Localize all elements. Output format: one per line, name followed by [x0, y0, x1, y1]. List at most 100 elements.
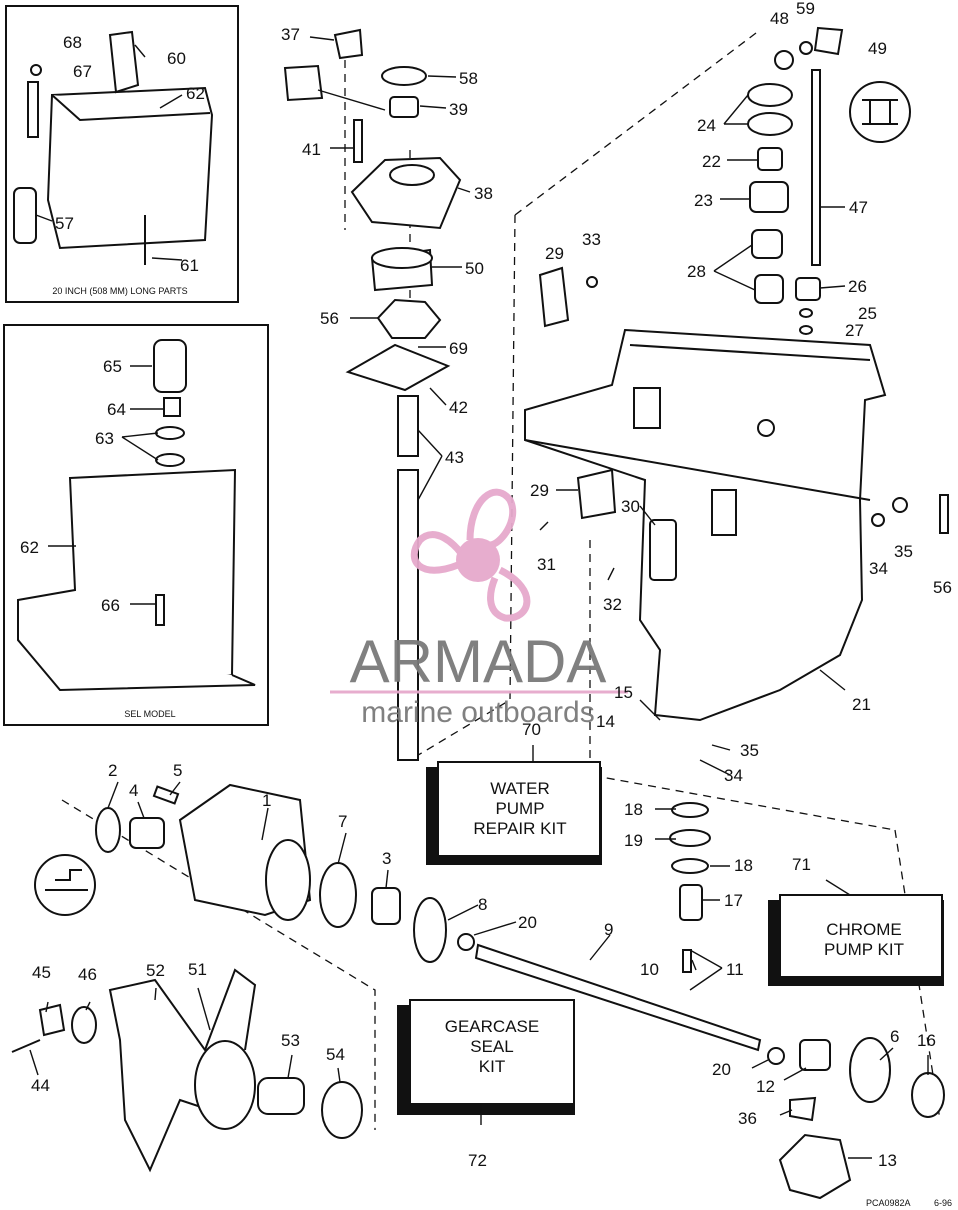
callout: 3	[382, 849, 391, 868]
callout: 50	[465, 259, 484, 278]
callout: 21	[852, 695, 871, 714]
callout: 1	[262, 791, 271, 810]
callout: 35	[740, 741, 759, 760]
callout: 14	[596, 712, 615, 731]
gearcase-seal-kit-line-3: KIT	[479, 1057, 505, 1076]
water-pump-parts	[283, 28, 462, 761]
gearcase-seal-kit-line-2: SEAL	[470, 1037, 513, 1056]
callout: 19	[624, 831, 643, 850]
callout: 63	[95, 429, 114, 448]
callout: 54	[326, 1045, 345, 1064]
callout: 23	[694, 191, 713, 210]
callout: 4	[129, 781, 138, 800]
kit-water-pump: WATER PUMP REPAIR KIT	[426, 761, 602, 865]
callout: 70	[522, 720, 541, 739]
water-pump-kit-line-1: WATER	[490, 779, 550, 798]
callout: 13	[878, 1151, 897, 1170]
callout: 62	[186, 84, 205, 103]
callout: 18	[624, 800, 643, 819]
kit-gearcase-seal: GEARCASE SEAL KIT	[397, 999, 575, 1115]
brand-tagline: marine outboards	[361, 696, 594, 729]
callout: 65	[103, 357, 122, 376]
callout: 60	[167, 49, 186, 68]
callout: 51	[188, 960, 207, 979]
callout: 22	[702, 152, 721, 171]
callout: 72	[468, 1151, 487, 1170]
callout: 56	[933, 578, 952, 597]
gearcase-housing	[524, 266, 949, 722]
callout: 67	[73, 62, 92, 81]
water-pump-kit-line-2: PUMP	[495, 799, 544, 818]
callout: 20	[518, 913, 537, 932]
callout: 64	[107, 400, 126, 419]
callout: 2	[108, 761, 117, 780]
callout: 17	[724, 891, 743, 910]
footer-date: 6-96	[934, 1198, 952, 1208]
callout: 20	[712, 1060, 731, 1079]
callout: 66	[101, 596, 120, 615]
leader-lines	[29, 36, 929, 1159]
callout: 29	[545, 244, 564, 263]
propeller-logo-icon	[410, 488, 531, 622]
water-pump-kit-line-3: REPAIR KIT	[473, 819, 566, 838]
callout: 43	[445, 448, 464, 467]
callout: 11	[726, 960, 744, 979]
callout: 35	[894, 542, 913, 561]
inset-sel-model: SEL MODEL	[3, 324, 269, 726]
callout: 29	[530, 481, 549, 500]
callout: 25	[858, 304, 877, 323]
inset-bottom-caption: SEL MODEL	[124, 709, 175, 719]
callout: 47	[849, 198, 868, 217]
callout: 8	[478, 895, 487, 914]
callout: 44	[31, 1076, 50, 1095]
chrome-pump-kit-line-1: CHROME	[826, 920, 902, 939]
pinion-parts	[669, 802, 711, 973]
callout: 62	[20, 538, 39, 557]
callout: 57	[55, 214, 74, 233]
brand-name: ARMADA	[350, 628, 607, 695]
callout: 37	[281, 25, 300, 44]
callout: 52	[146, 961, 165, 980]
callout: 6	[890, 1027, 899, 1046]
kit-chrome-pump: CHROME PUMP KIT	[768, 894, 944, 986]
propeller-parts	[11, 968, 363, 1173]
callout: 69	[449, 339, 468, 358]
footer: PCA0982A 6-96	[866, 1198, 952, 1208]
callout: 48	[770, 9, 789, 28]
inset-top-caption: 20 INCH (508 MM) LONG PARTS	[52, 286, 187, 296]
callout: 33	[582, 230, 601, 249]
callout: 58	[459, 69, 478, 88]
callout: 27	[845, 321, 864, 340]
callout: 45	[32, 963, 51, 982]
callout: 46	[78, 965, 97, 984]
callout: 7	[338, 812, 347, 831]
callout: 61	[180, 256, 199, 275]
chrome-pump-kit-line-2: PUMP KIT	[824, 940, 904, 959]
callout: 31	[537, 555, 556, 574]
callout: 59	[796, 0, 815, 18]
callout: 15	[614, 683, 633, 702]
armada-watermark: ARMADA marine outboards	[330, 488, 628, 729]
callout: 34	[869, 559, 888, 578]
propshaft-parts	[34, 783, 945, 1200]
callout: 18	[734, 856, 753, 875]
driveshaft-bearings	[747, 26, 911, 335]
callout: 71	[792, 855, 811, 874]
callout: 16	[917, 1031, 936, 1050]
callout: 39	[449, 100, 468, 119]
callout: 38	[474, 184, 493, 203]
callout: 68	[63, 33, 82, 52]
callout: 42	[449, 398, 468, 417]
callout: 28	[687, 262, 706, 281]
callout: 53	[281, 1031, 300, 1050]
callout-numbers: 68 60 67 62 57 61 65 64 63 62 66 37 58 3…	[20, 0, 952, 1170]
callout: 34	[724, 766, 743, 785]
callout: 12	[756, 1077, 775, 1096]
callout: 10	[640, 960, 659, 979]
callout: 30	[621, 497, 640, 516]
inset-long-parts: 20 INCH (508 MM) LONG PARTS	[5, 5, 239, 303]
callout: 56	[320, 309, 339, 328]
callout: 36	[738, 1109, 757, 1128]
callout: 49	[868, 39, 887, 58]
